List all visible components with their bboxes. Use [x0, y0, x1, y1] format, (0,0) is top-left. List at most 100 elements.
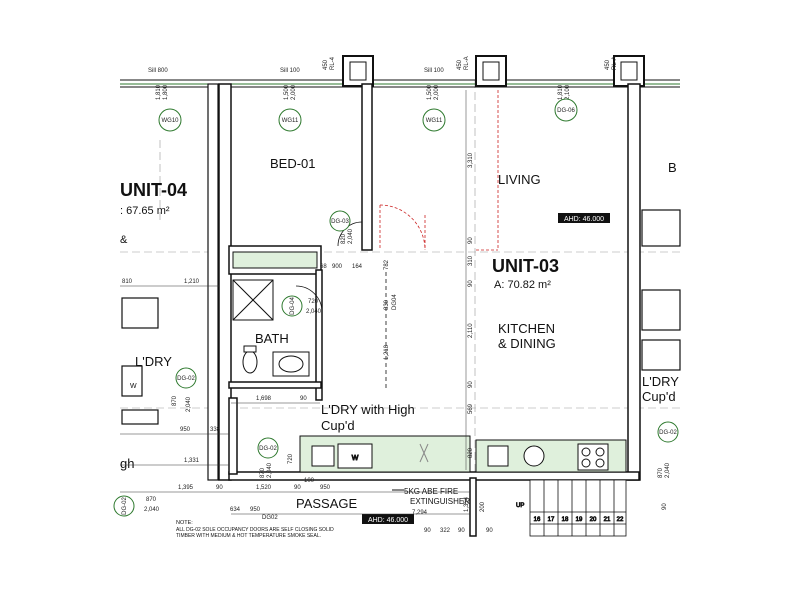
window-tag: WG11	[426, 118, 443, 124]
head-mark: 450	[323, 59, 329, 70]
dim-text: 200	[480, 501, 486, 512]
stair-up-label: UP	[516, 503, 524, 509]
unit03-area: A: 70.82 m²	[494, 279, 551, 291]
dim-text: 90	[662, 503, 668, 510]
dim-text: 2,040	[267, 462, 273, 478]
dim-text: 1,354	[464, 496, 470, 512]
dim-text: 2,110	[468, 323, 474, 338]
dim-text: 2,040	[186, 396, 192, 412]
note-line2: TIMBER WITH MEDIUM & HOT TEMPERATURE SMO…	[176, 533, 321, 539]
head-mark: RL-4	[330, 56, 336, 70]
ldry-joinery: W	[299, 435, 471, 473]
door-tags: DG-03 DG-04 DG-02 DG-02 DG-02 DG-02	[113, 210, 679, 517]
dim-text: 950	[180, 427, 191, 433]
dimension-lines	[120, 90, 470, 515]
window-tag: WG11	[282, 118, 299, 124]
window-tag-circle	[422, 108, 446, 132]
window-tag-circle	[278, 108, 302, 132]
room-bed01: BED-01	[270, 156, 316, 171]
dim-text: 3,310	[468, 152, 474, 168]
dim-text: 720	[288, 453, 294, 464]
note-line1: ALL DG-02 SOLE OCCUPANCY DOORS ARE SELF …	[176, 527, 334, 533]
dim-text: 1,331	[184, 458, 200, 464]
window-dim: 1,500	[284, 84, 290, 100]
door-tag-circle	[281, 295, 303, 317]
dimensions: 810 1,210 820 2,040 720 2,040 68 900 164…	[122, 152, 671, 534]
dim-text: 950	[250, 507, 261, 513]
stair-step: 17	[548, 517, 555, 523]
dim-text: 870	[260, 467, 266, 478]
unit04-title: UNIT-04	[120, 180, 187, 200]
kitchen-joinery	[475, 439, 627, 473]
room-ldry-left: L'DRY	[135, 354, 172, 369]
dim-text: 90	[216, 485, 223, 491]
door-tag: DG-04	[290, 297, 296, 315]
room-ldry-right: L'DRY	[642, 374, 679, 389]
neighbour-right-walls	[641, 209, 681, 371]
sink-icon	[311, 445, 335, 467]
walls	[218, 83, 641, 537]
door-swings	[379, 90, 499, 251]
kitchen-sink-icon	[487, 445, 509, 467]
dim-text: 1,698	[256, 396, 272, 402]
ahd-passage: AHD: 46.000	[368, 517, 408, 524]
dim-text: 2,040	[665, 462, 671, 478]
fire-label-line1: 5KG ABE FIRE	[404, 487, 458, 496]
dim-text: 164	[352, 264, 363, 270]
bath-wall	[228, 381, 322, 389]
sill-label: Sill 100	[280, 68, 300, 74]
stair-step: 22	[617, 517, 624, 523]
washer-label-left: W	[130, 383, 137, 390]
dim-text: 820	[468, 447, 474, 458]
fixture-box	[121, 365, 143, 397]
unit04-amp: &	[120, 234, 128, 246]
dim-text: 830	[384, 299, 390, 310]
unit04-walls	[121, 83, 219, 481]
dim-text: 1,218	[384, 344, 390, 360]
stair-step: 19	[576, 517, 583, 523]
window-tags: WG10 WG11 WG11 DG-06	[158, 98, 578, 132]
unit03-title: UNIT-03	[492, 256, 559, 276]
dim-text: 634	[230, 507, 241, 513]
room-ldry-right-cupd: Cup'd	[642, 389, 676, 404]
dim-text: DG04	[392, 294, 398, 310]
room-dining: & DINING	[498, 336, 556, 351]
fire-extinguisher: 5KG ABE FIRE EXTINGUISHER	[392, 487, 470, 506]
head-mark: 450	[457, 59, 463, 70]
stair-step: 18	[562, 517, 569, 523]
head-mark: RL-A	[464, 56, 470, 70]
partition-wall	[361, 83, 373, 251]
party-wall-right	[627, 83, 641, 481]
room-left-gh: gh	[120, 456, 134, 471]
dim-text: 90	[486, 528, 493, 534]
dim-text: 569	[468, 403, 474, 414]
window-tag-circle	[554, 98, 578, 122]
dim-text: 1,520	[256, 485, 272, 491]
window-tag: WG10	[161, 118, 179, 124]
dim-text: 2,040	[348, 228, 354, 244]
door-tag: DG-03	[331, 219, 349, 225]
grid-lines	[120, 80, 680, 530]
door-tag: DG-02	[177, 376, 195, 382]
basin-icon	[278, 355, 304, 373]
door-tag: DG-02	[122, 497, 128, 515]
window-dim: 1,810	[156, 84, 162, 100]
dim-text: 310	[468, 255, 474, 266]
door-tag: DG-02	[259, 446, 277, 452]
dim-text: 2,040	[144, 507, 160, 513]
dim-text: 90	[294, 485, 301, 491]
bath-wall	[315, 269, 323, 401]
ahd-box	[558, 213, 610, 223]
bin-icon	[523, 445, 545, 467]
dim-text: 90	[424, 528, 431, 534]
dim-text: 900	[332, 264, 343, 270]
window-dim: 2,000	[434, 84, 440, 100]
window-dim: 2,000	[291, 84, 297, 100]
dim-text: 338	[210, 427, 221, 433]
dim-text: 90	[300, 396, 307, 402]
door-tag-circle	[113, 495, 135, 517]
fixture-box	[121, 409, 159, 425]
door-tag-circle	[257, 437, 279, 459]
head-mark: RL-A	[612, 56, 618, 70]
